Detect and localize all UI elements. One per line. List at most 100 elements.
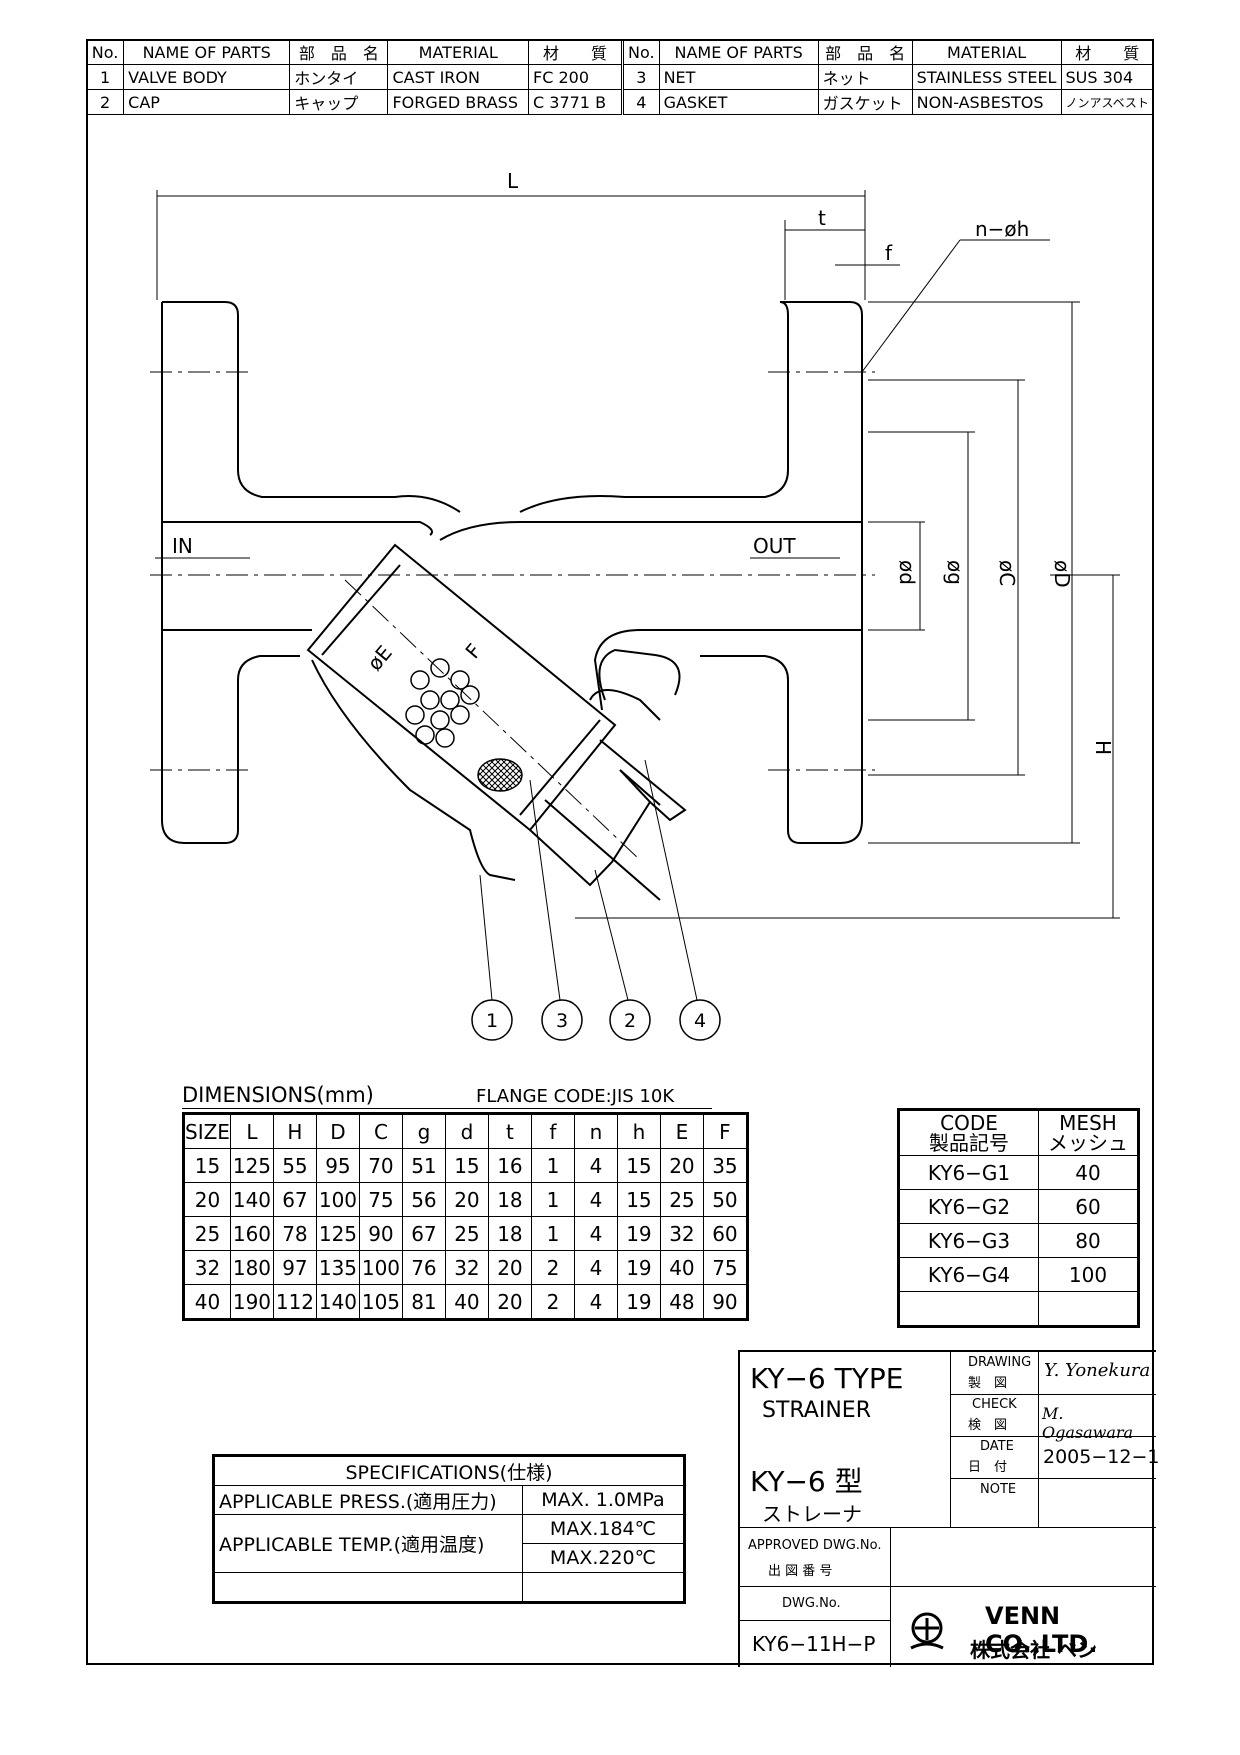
cell: 32 bbox=[659, 1216, 704, 1251]
dwg-label: DWG.No. bbox=[782, 1596, 841, 1611]
cell: 40 bbox=[659, 1250, 704, 1285]
table-row: 1 VALVE BODY ホンタイ CAST IRON FC 200 bbox=[85, 64, 622, 90]
empty-cell bbox=[521, 1572, 686, 1603]
cell: 32 bbox=[444, 1250, 489, 1285]
label-f: f bbox=[885, 241, 893, 265]
callout-circle bbox=[541, 999, 583, 1041]
cell: 15 bbox=[444, 1148, 489, 1183]
cell: 76 bbox=[401, 1250, 446, 1285]
table-row: 4 GASKET ガスケット NON-ASBESTOS ノンアスベスト bbox=[623, 89, 1155, 115]
header-name: NAME OF PARTS bbox=[123, 39, 291, 65]
label-L: L bbox=[507, 169, 519, 193]
cell: 16 bbox=[487, 1148, 532, 1183]
divider bbox=[740, 1527, 1156, 1528]
label-C: øC bbox=[995, 560, 1019, 586]
header-material: MATERIAL bbox=[911, 39, 1062, 65]
company-logo-icon bbox=[910, 1612, 944, 1650]
cell: 2 bbox=[530, 1250, 575, 1285]
approved-label: APPROVED DWG.No. bbox=[748, 1538, 882, 1553]
part-material: FORGED BRASS bbox=[387, 89, 529, 115]
dimensions-title: DIMENSIONS(mm) bbox=[182, 1083, 374, 1107]
header-mesh-en: MESH bbox=[1059, 1111, 1117, 1135]
header-g: g bbox=[401, 1113, 446, 1149]
cell: 90 bbox=[702, 1284, 748, 1320]
label-t: t bbox=[818, 206, 826, 230]
code-cell: KY6−G3 bbox=[898, 1223, 1039, 1258]
cell: 20 bbox=[487, 1284, 532, 1320]
header-code: CODE 製品記号 bbox=[898, 1109, 1039, 1156]
header-f: f bbox=[530, 1113, 575, 1149]
cell: 19 bbox=[616, 1284, 661, 1320]
strainer-section-drawing: L t f n−øh IN OUT øE F ød øg øC øD H 1 3… bbox=[150, 169, 1120, 1041]
cell: 67 bbox=[272, 1182, 317, 1217]
label-D: øD bbox=[1050, 560, 1074, 588]
cell: 18 bbox=[487, 1182, 532, 1217]
cell: 60 bbox=[702, 1216, 748, 1251]
part-jp-name: ホンタイ bbox=[289, 64, 389, 90]
divider bbox=[950, 1352, 951, 1527]
callout-2: 2 bbox=[624, 1010, 636, 1032]
date-label-jp: 日 付 bbox=[968, 1460, 1008, 1475]
flange-code: FLANGE CODE:JIS 10K bbox=[476, 1086, 675, 1107]
cell: 25 bbox=[444, 1216, 489, 1251]
cell: 1 bbox=[530, 1182, 575, 1217]
press-value: MAX. 1.0MPa bbox=[521, 1485, 686, 1515]
table-row bbox=[898, 1291, 1139, 1327]
cell: 19 bbox=[616, 1250, 661, 1285]
mesh-cell: 80 bbox=[1038, 1223, 1139, 1258]
callout-3: 3 bbox=[556, 1010, 568, 1032]
label-F: F bbox=[460, 639, 486, 663]
cell: 75 bbox=[702, 1250, 748, 1285]
cell: 105 bbox=[358, 1284, 403, 1320]
table-row bbox=[213, 1572, 686, 1603]
code-cell: KY6−G1 bbox=[898, 1155, 1039, 1190]
cell: 67 bbox=[401, 1216, 446, 1251]
divider bbox=[1038, 1352, 1039, 1527]
label-H: H bbox=[1091, 740, 1115, 755]
divider bbox=[950, 1436, 1156, 1437]
cell: 95 bbox=[315, 1148, 360, 1183]
code-cell: KY6−G4 bbox=[898, 1257, 1039, 1292]
cell: 160 bbox=[229, 1216, 274, 1251]
table-row: APPLICABLE TEMP.(適用温度) MAX.184℃ bbox=[213, 1514, 686, 1573]
callouts bbox=[471, 999, 721, 1041]
header-no: No. bbox=[623, 39, 660, 65]
approved-label-jp: 出 図 番 号 bbox=[768, 1564, 833, 1579]
cell: 81 bbox=[401, 1284, 446, 1320]
part-material: CAST IRON bbox=[387, 64, 529, 90]
cell: 4 bbox=[573, 1284, 618, 1320]
cell: 32 bbox=[183, 1250, 231, 1285]
cell: 1 bbox=[530, 1148, 575, 1183]
mesh-cell: 60 bbox=[1038, 1189, 1139, 1224]
date: 2005−12−1 bbox=[1043, 1446, 1160, 1468]
dwg-no: KY6−11H−P bbox=[752, 1632, 876, 1656]
callout-circle bbox=[679, 999, 721, 1041]
cell: 56 bbox=[401, 1182, 446, 1217]
header-n: n bbox=[573, 1113, 618, 1149]
divider bbox=[890, 1527, 891, 1667]
cell: 1 bbox=[530, 1216, 575, 1251]
cell: 40 bbox=[444, 1284, 489, 1320]
part-material: NON-ASBESTOS bbox=[911, 89, 1062, 115]
check-label-jp: 検 図 bbox=[968, 1418, 1008, 1433]
drawing-label: DRAWING bbox=[968, 1355, 1032, 1370]
label-g: øg bbox=[943, 560, 967, 585]
part-name: CAP bbox=[123, 89, 291, 115]
divider bbox=[950, 1394, 1156, 1395]
temp-value-2: MAX.220℃ bbox=[521, 1543, 686, 1573]
divider bbox=[950, 1478, 1156, 1479]
title-block: KY−6 TYPE STRAINER KY−6 型 ストレーナ DRAWING … bbox=[738, 1350, 1160, 1667]
cell: 70 bbox=[358, 1148, 403, 1183]
header-F: F bbox=[702, 1113, 748, 1149]
cell: 19 bbox=[616, 1216, 661, 1251]
parts-table-left: No. NAME OF PARTS 部 品 名 MATERIAL 材 質 1 V… bbox=[85, 39, 622, 115]
part-jp-material: ノンアスベスト bbox=[1060, 89, 1155, 115]
cell: 4 bbox=[573, 1216, 618, 1251]
